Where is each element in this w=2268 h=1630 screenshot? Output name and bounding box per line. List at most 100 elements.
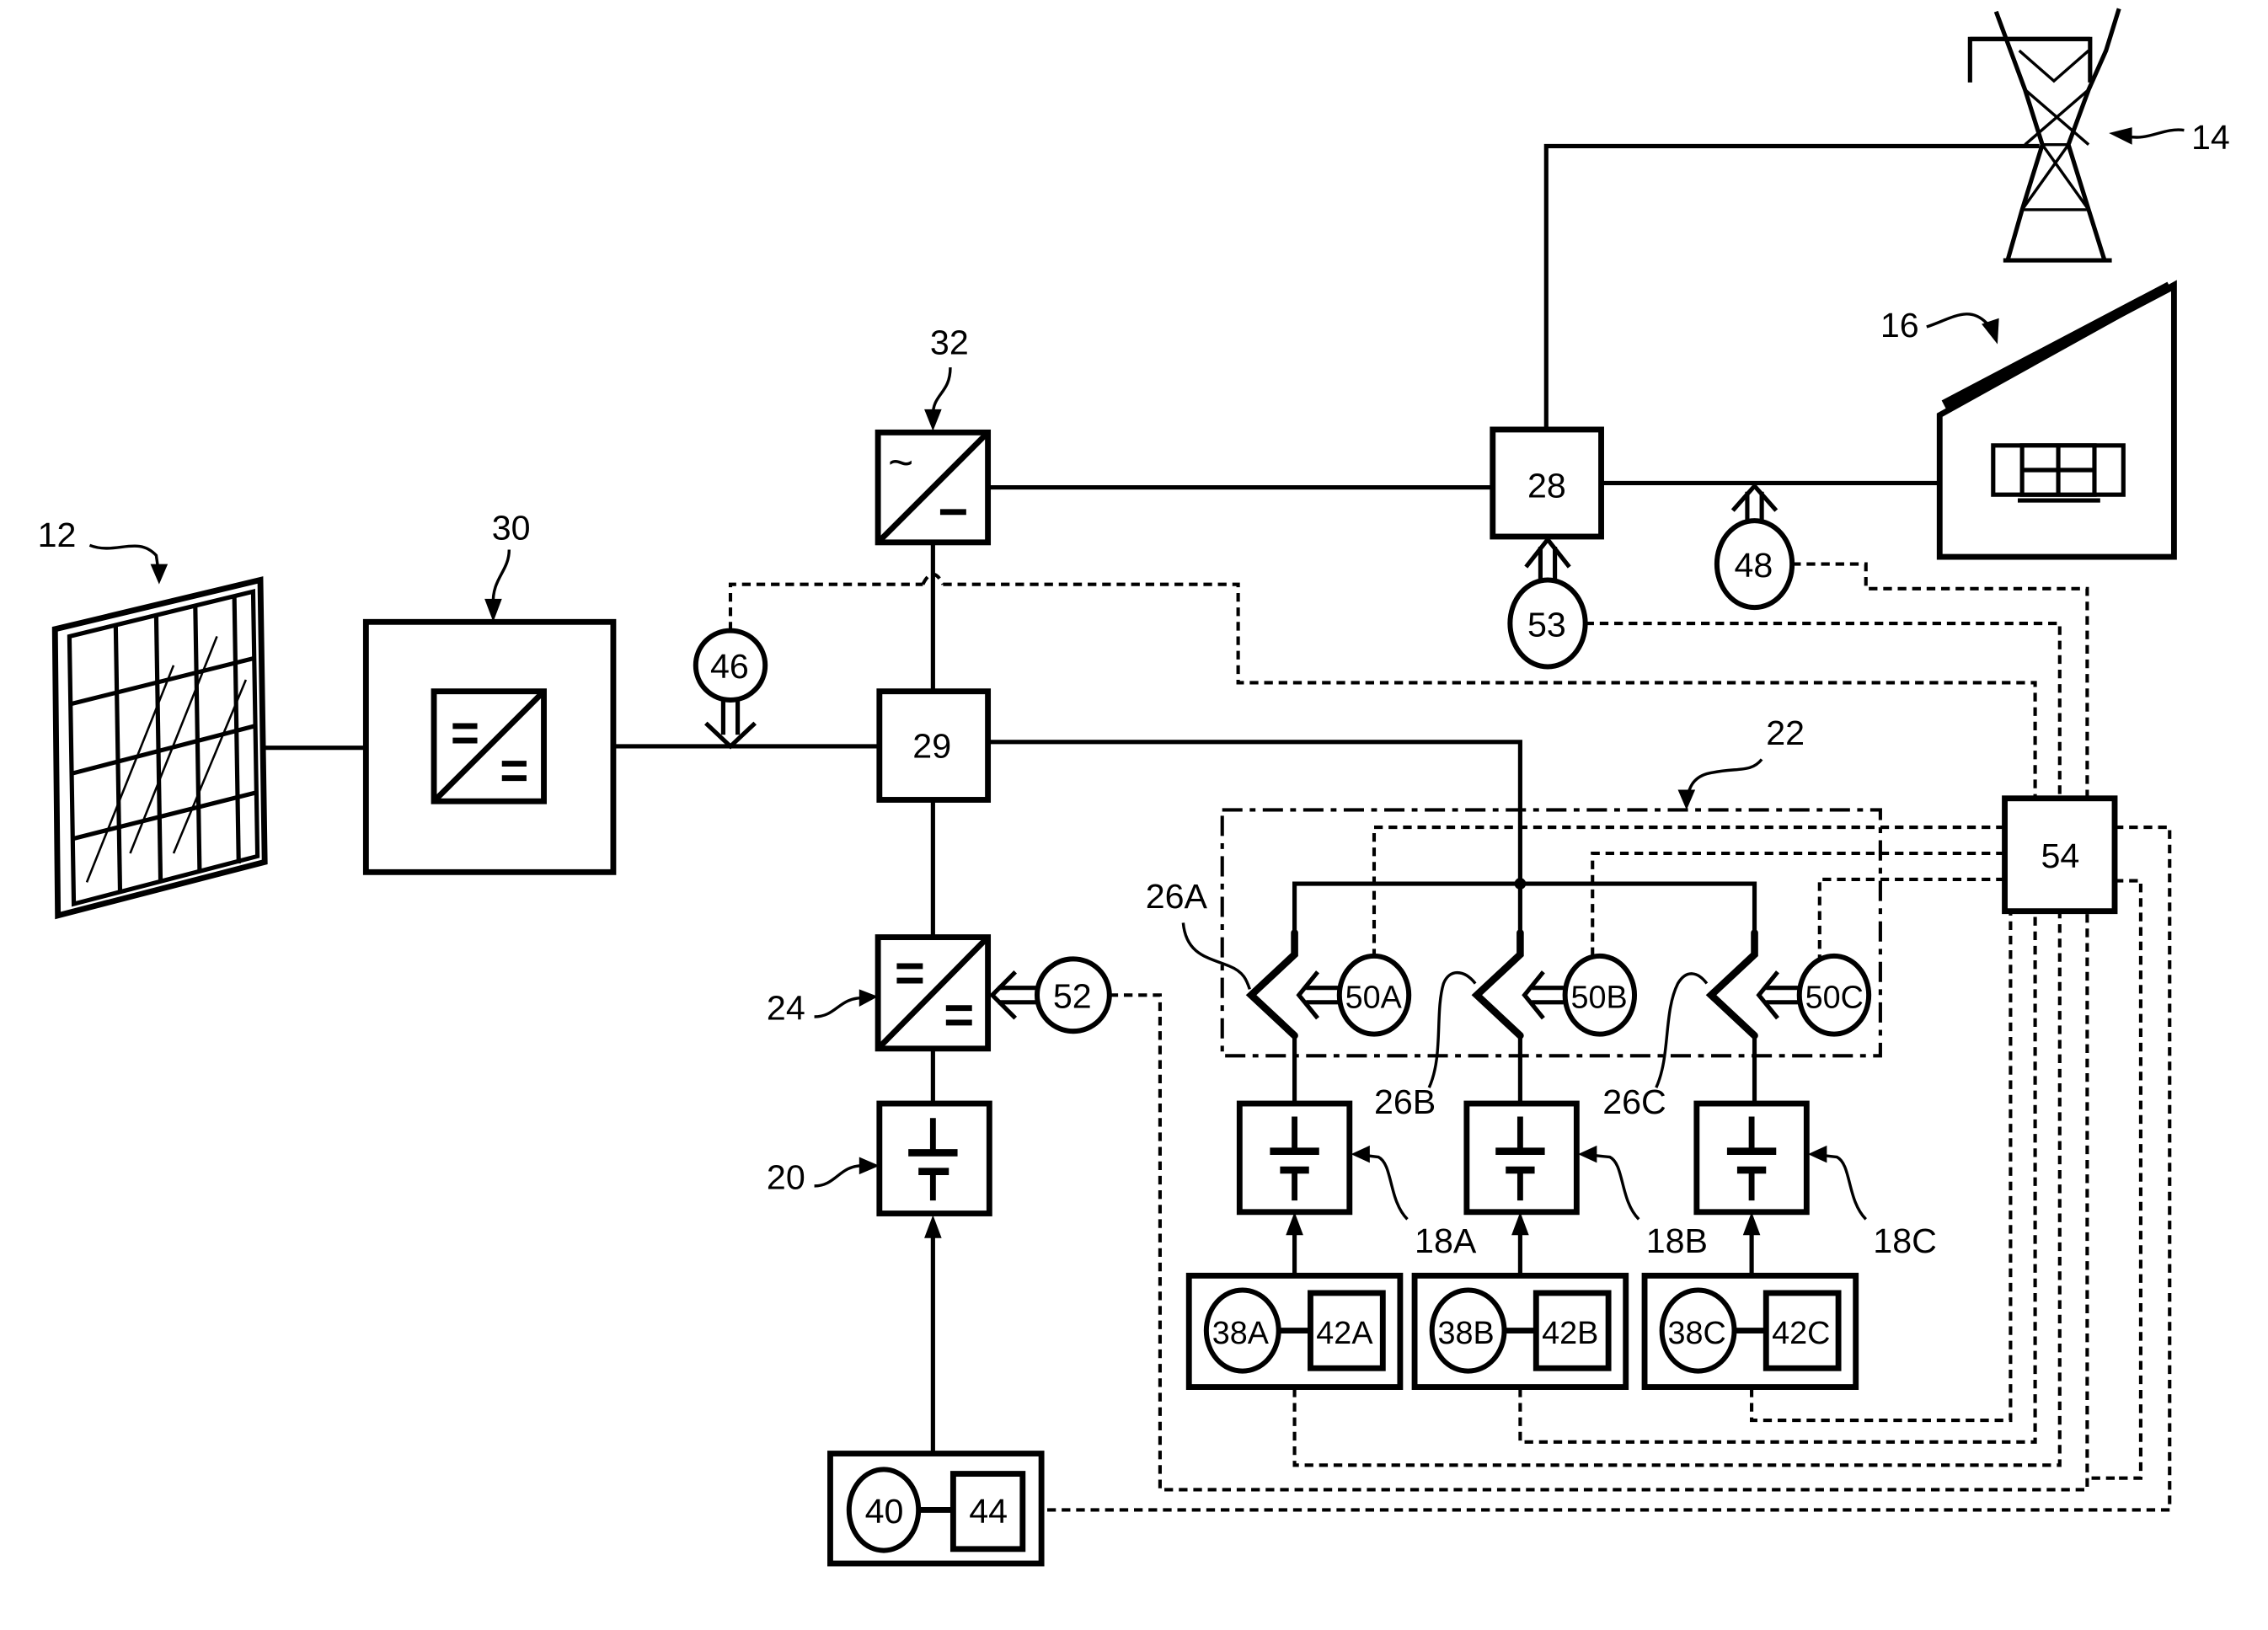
ref-26a: 26A [1146, 877, 1208, 916]
monitor-38c-42c[interactable]: 38C 42C [1641, 1272, 1859, 1390]
sig-54-right-b [1041, 826, 2172, 1512]
unit42-box [1533, 1290, 1612, 1371]
arrowhead-22 [1677, 789, 1696, 810]
leader-18b [1582, 1152, 1640, 1221]
sensor48-label: 48 [1734, 546, 1773, 585]
switch-contact-icon [1471, 929, 1524, 1039]
ref-18c: 18C [1873, 1221, 1937, 1260]
leader-26c [1655, 972, 1709, 1088]
node-28[interactable]: 28 [1490, 426, 1604, 540]
sig-54-to-50b [1591, 851, 2005, 959]
unit44-box [949, 1471, 1026, 1553]
unit42-label: 42C [1772, 1316, 1830, 1351]
sensor52-arrow-icon [989, 970, 1018, 1020]
sensor52-label: 52 [1053, 977, 1092, 1016]
sensor-53[interactable]: 53 [1507, 536, 1588, 670]
sensor-52[interactable]: 52 [989, 956, 1112, 1034]
leader-30 [491, 549, 511, 605]
sensor-46[interactable]: 46 [693, 628, 768, 750]
sensor-48[interactable]: 48 [1714, 483, 1795, 611]
sensor48-arrow-icon [1730, 483, 1779, 512]
arrowhead-18b [1578, 1145, 1597, 1163]
ref-22: 22 [1766, 713, 1805, 752]
house-roof-panel [1941, 281, 2173, 410]
unit42-box [1308, 1290, 1386, 1371]
ref-30: 30 [492, 508, 531, 547]
leader-20 [814, 1164, 863, 1188]
controller54-label: 54 [2041, 836, 2079, 875]
monitor-40-44[interactable]: 40 44 [827, 1451, 1045, 1567]
node29-label: 29 [912, 727, 951, 766]
switch-contact-icon [1245, 929, 1298, 1039]
sensor50-circle [1796, 953, 1872, 1037]
solar-panel-grid [68, 596, 257, 893]
arrowhead-16 [1982, 318, 1999, 345]
sensor38-label: 38C [1668, 1316, 1726, 1351]
switch-group: 50A 26A 50B 26B 50C 26C [1146, 877, 1872, 1121]
unit42-label: 42A [1316, 1316, 1373, 1351]
sensor-50c[interactable]: 50C [1796, 953, 1872, 1037]
sensor-50b[interactable]: 50B [1562, 953, 1638, 1037]
dcdc-converter-24[interactable] [875, 934, 992, 1052]
ref-18a: 18A [1415, 1221, 1477, 1260]
signal-jump-arc [921, 572, 945, 585]
unit42-label: 42B [1542, 1316, 1598, 1351]
leader-14 [2126, 128, 2185, 139]
ref-14: 14 [2191, 118, 2230, 157]
ref-24: 24 [767, 988, 805, 1027]
grid-tower [1967, 8, 2121, 263]
leader-18c [1811, 1152, 1867, 1221]
house-outline [1936, 280, 2177, 560]
ref-20: 20 [767, 1157, 805, 1196]
switch-26c[interactable] [1705, 929, 1799, 1104]
sensor50-label: 50B [1570, 981, 1627, 1016]
switch-contact-icon [1705, 929, 1758, 1039]
power-wiring [263, 143, 2040, 1454]
ref-26c: 26C [1602, 1082, 1666, 1121]
pv-converter-30[interactable] [362, 618, 617, 875]
bus-bar [1292, 881, 1757, 933]
sensor50-circle [1562, 953, 1638, 1037]
sig-b-to-54 [1518, 911, 2037, 1444]
sensor40-label: 40 [865, 1492, 904, 1531]
leader-24 [814, 996, 863, 1018]
sensor46-label: 46 [710, 647, 749, 686]
sensor-50a[interactable]: 50A [1336, 953, 1412, 1037]
leader-18a [1355, 1152, 1409, 1221]
node28-box [1490, 426, 1604, 540]
sensor46-arrow-icon [704, 721, 757, 750]
controller-54[interactable]: 54 [2002, 795, 2118, 915]
dc-dc-symbol [452, 723, 527, 782]
battery-icon [908, 1118, 958, 1201]
inverter-32[interactable]: ~ [875, 429, 992, 546]
arrowhead-32 [924, 409, 942, 431]
sig-c-to-54 [1750, 911, 2013, 1423]
bus-junction-dot [1514, 878, 1527, 890]
ref-26b: 26B [1374, 1082, 1436, 1121]
battery-20[interactable] [876, 1100, 992, 1216]
battery-18b[interactable] [1463, 1100, 1580, 1216]
leader-12 [88, 543, 161, 576]
battery-18a[interactable] [1236, 1100, 1353, 1216]
sensor52-circle [1034, 956, 1112, 1034]
charge-arrow-icon [1286, 1211, 1303, 1236]
leader-16 [1926, 313, 1990, 329]
arrowhead-14 [2109, 127, 2132, 145]
solar-panel [51, 576, 268, 920]
ref-12: 12 [38, 516, 77, 554]
switch-26a[interactable] [1245, 929, 1339, 1104]
node-29[interactable]: 29 [876, 688, 992, 803]
sig-a-to-54 [1292, 911, 2062, 1467]
arrowhead-24 [859, 989, 879, 1007]
battery-18c[interactable] [1693, 1100, 1810, 1216]
sig-46-to-54-b [943, 582, 2037, 799]
switch-26b[interactable] [1471, 929, 1564, 1104]
sig-54-to-50c [1817, 877, 2005, 959]
arrowhead-18c [1808, 1145, 1827, 1163]
switch-unit-frame [1220, 808, 1882, 1058]
arrowhead-12 [150, 564, 168, 585]
